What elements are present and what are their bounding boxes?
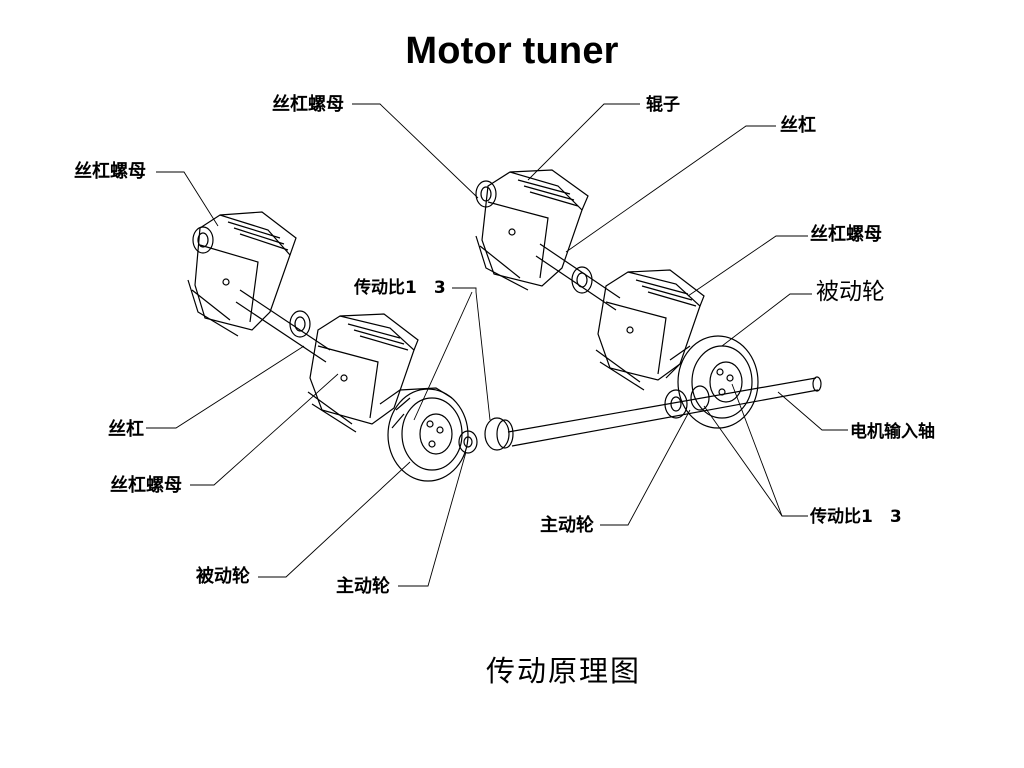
left-lower-nut-block — [289, 310, 419, 433]
right-screw — [535, 243, 621, 311]
left-upper-nut-block — [187, 211, 297, 337]
label-screw-nut-top: 丝杠螺母 — [272, 94, 344, 115]
diagram-caption: 传动原理图 — [486, 654, 642, 688]
label-screw-nut-right: 丝杠螺母 — [810, 224, 882, 245]
label-screw-nut-left-top: 丝杠螺母 — [74, 161, 146, 182]
left-screw — [235, 289, 331, 363]
leader-lines — [146, 103, 848, 587]
label-drive-wheel-right: 主动轮 — [540, 515, 594, 536]
label-lead-screw-left: 丝杠 — [108, 419, 144, 440]
label-motor-input-shaft: 电机输入轴 — [850, 422, 935, 442]
label-screw-nut-left-bottom: 丝杠螺母 — [110, 475, 182, 496]
right-lower-nut-block — [571, 266, 705, 391]
label-ratio-right: 传动比1 3 — [810, 507, 902, 527]
label-ratio-left: 传动比1 3 — [354, 278, 446, 298]
right-gear-pair — [664, 335, 759, 429]
page-title: Motor tuner — [405, 30, 619, 72]
main-shaft — [507, 376, 822, 447]
left-gear-pair — [379, 387, 514, 482]
label-drive-wheel-left: 主动轮 — [336, 576, 390, 597]
right-upper-nut-block — [475, 169, 589, 291]
label-driven-wheel-left: 被动轮 — [196, 566, 250, 587]
label-roller: 辊子 — [646, 95, 680, 115]
label-driven-wheel-right: 被动轮 — [816, 279, 885, 305]
label-lead-screw-top: 丝杠 — [780, 115, 816, 136]
